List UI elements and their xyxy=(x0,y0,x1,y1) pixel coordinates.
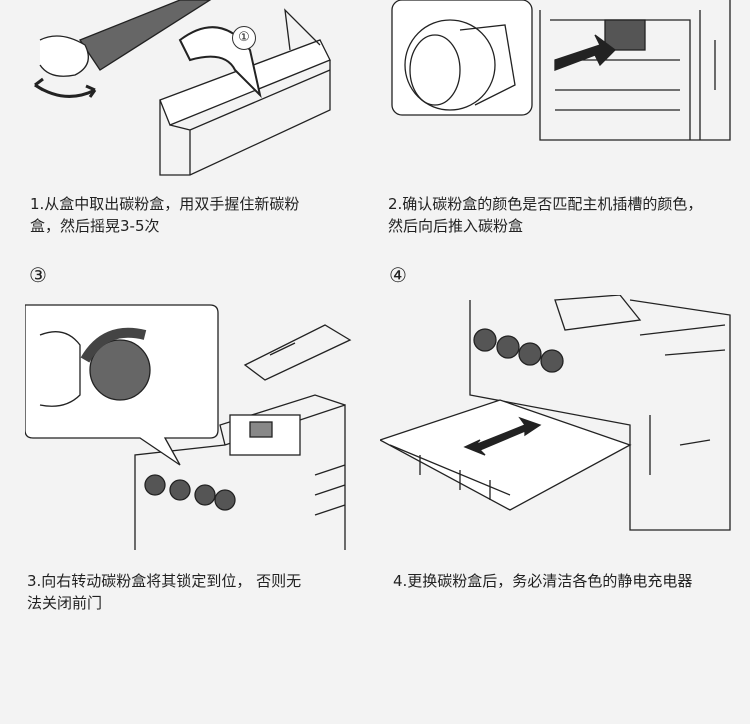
step3-illustration xyxy=(25,295,355,550)
caption-line: 法关闭前门 xyxy=(27,594,103,612)
caption-line: 盒，然后摇晃3-5次 xyxy=(30,217,160,235)
step2-illustration xyxy=(390,0,735,145)
step2-caption: 2.确认碳粉盒的颜色是否匹配主机插槽的颜色， 然后向后推入碳粉盒 xyxy=(388,193,702,237)
caption-line: 4.更换碳粉盒后，务必清洁各色的静电充电器 xyxy=(393,572,693,590)
step3-caption: 3.向右转动碳粉盒将其锁定到位， 否则无 法关闭前门 xyxy=(27,570,301,614)
step4-caption: 4.更换碳粉盒后，务必清洁各色的静电充电器 xyxy=(393,570,692,592)
caption-line: 3.向右转动碳粉盒将其锁定到位， 否则无 xyxy=(27,572,302,590)
caption-line: 然后向后推入碳粉盒 xyxy=(388,217,524,235)
caption-line: 1.从盒中取出碳粉盒，用双手握住新碳粉 xyxy=(30,195,300,213)
step1-caption: 1.从盒中取出碳粉盒，用双手握住新碳粉 盒，然后摇晃3-5次 xyxy=(30,193,299,237)
step4-number: ④ xyxy=(389,263,407,287)
caption-line: 2.确认碳粉盒的颜色是否匹配主机插槽的颜色， xyxy=(388,195,703,213)
step3-number: ③ xyxy=(29,263,47,287)
step1-illustration: ① xyxy=(20,0,360,185)
callout-number: ① xyxy=(232,26,256,50)
step4-illustration xyxy=(380,295,735,550)
